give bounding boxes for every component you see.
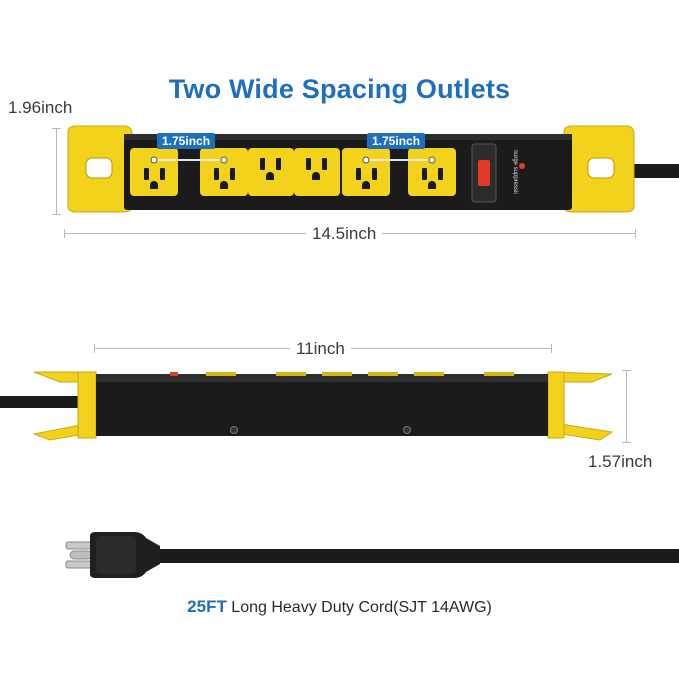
cord-description: 25FT Long Heavy Duty Cord(SJT 14AWG) bbox=[0, 597, 679, 617]
power-strip-top-view bbox=[67, 125, 679, 213]
side-height-tick-bottom bbox=[622, 442, 631, 443]
top-cord-segment bbox=[620, 164, 679, 178]
plug-prong-bottom bbox=[65, 560, 93, 569]
surge-indicator-light bbox=[519, 163, 525, 169]
top-length-label: 14.5inch bbox=[306, 224, 383, 244]
left-bracket-plate bbox=[77, 371, 97, 439]
cord-length: 25FT bbox=[187, 597, 227, 616]
side-length-tick-left bbox=[94, 344, 95, 353]
cord-spec: Long Heavy Duty Cord(SJT 14AWG) bbox=[231, 599, 492, 616]
top-height-tick-bottom bbox=[52, 214, 61, 215]
outlet-4 bbox=[294, 148, 340, 196]
side-length-tick-right bbox=[551, 344, 552, 353]
side-screw-left bbox=[230, 426, 238, 434]
side-screw-right bbox=[403, 426, 411, 434]
power-strip-side-view bbox=[0, 371, 614, 441]
outlet-3 bbox=[248, 148, 294, 196]
top-height-dimension-line bbox=[56, 128, 57, 214]
surge-suppression-label: surge suppression bbox=[512, 150, 518, 194]
left-mount-hole bbox=[85, 157, 113, 179]
outlet-1 bbox=[130, 148, 178, 196]
plug-ground-pin bbox=[69, 550, 93, 560]
top-length-tick-left bbox=[64, 229, 65, 238]
plug-and-cord bbox=[65, 532, 679, 578]
spacing-badge-left: 1.75inch bbox=[157, 133, 216, 149]
page-title: Two Wide Spacing Outlets bbox=[168, 74, 511, 104]
plug-prong-top bbox=[65, 541, 93, 550]
side-cord-segment bbox=[0, 396, 96, 408]
side-height-tick-top bbox=[622, 370, 631, 371]
power-switch bbox=[478, 160, 490, 186]
side-height-dimension-line bbox=[626, 370, 627, 442]
top-height-label: 1.96inch bbox=[8, 98, 73, 117]
outlet-5 bbox=[342, 148, 390, 196]
right-bracket-plate bbox=[547, 371, 565, 439]
top-length-tick-right bbox=[635, 229, 636, 238]
side-length-label: 11inch bbox=[290, 339, 351, 359]
outlet-2 bbox=[200, 148, 248, 196]
top-height-tick-top bbox=[52, 128, 61, 129]
outlet-6 bbox=[408, 148, 456, 196]
surge-label-wrapper: surge suppression bbox=[500, 150, 530, 194]
side-height-label: 1.57inch bbox=[588, 452, 653, 471]
spacing-badge-right: 1.75inch bbox=[367, 133, 426, 149]
right-mount-hole bbox=[587, 157, 615, 179]
side-strip-body bbox=[96, 374, 548, 436]
